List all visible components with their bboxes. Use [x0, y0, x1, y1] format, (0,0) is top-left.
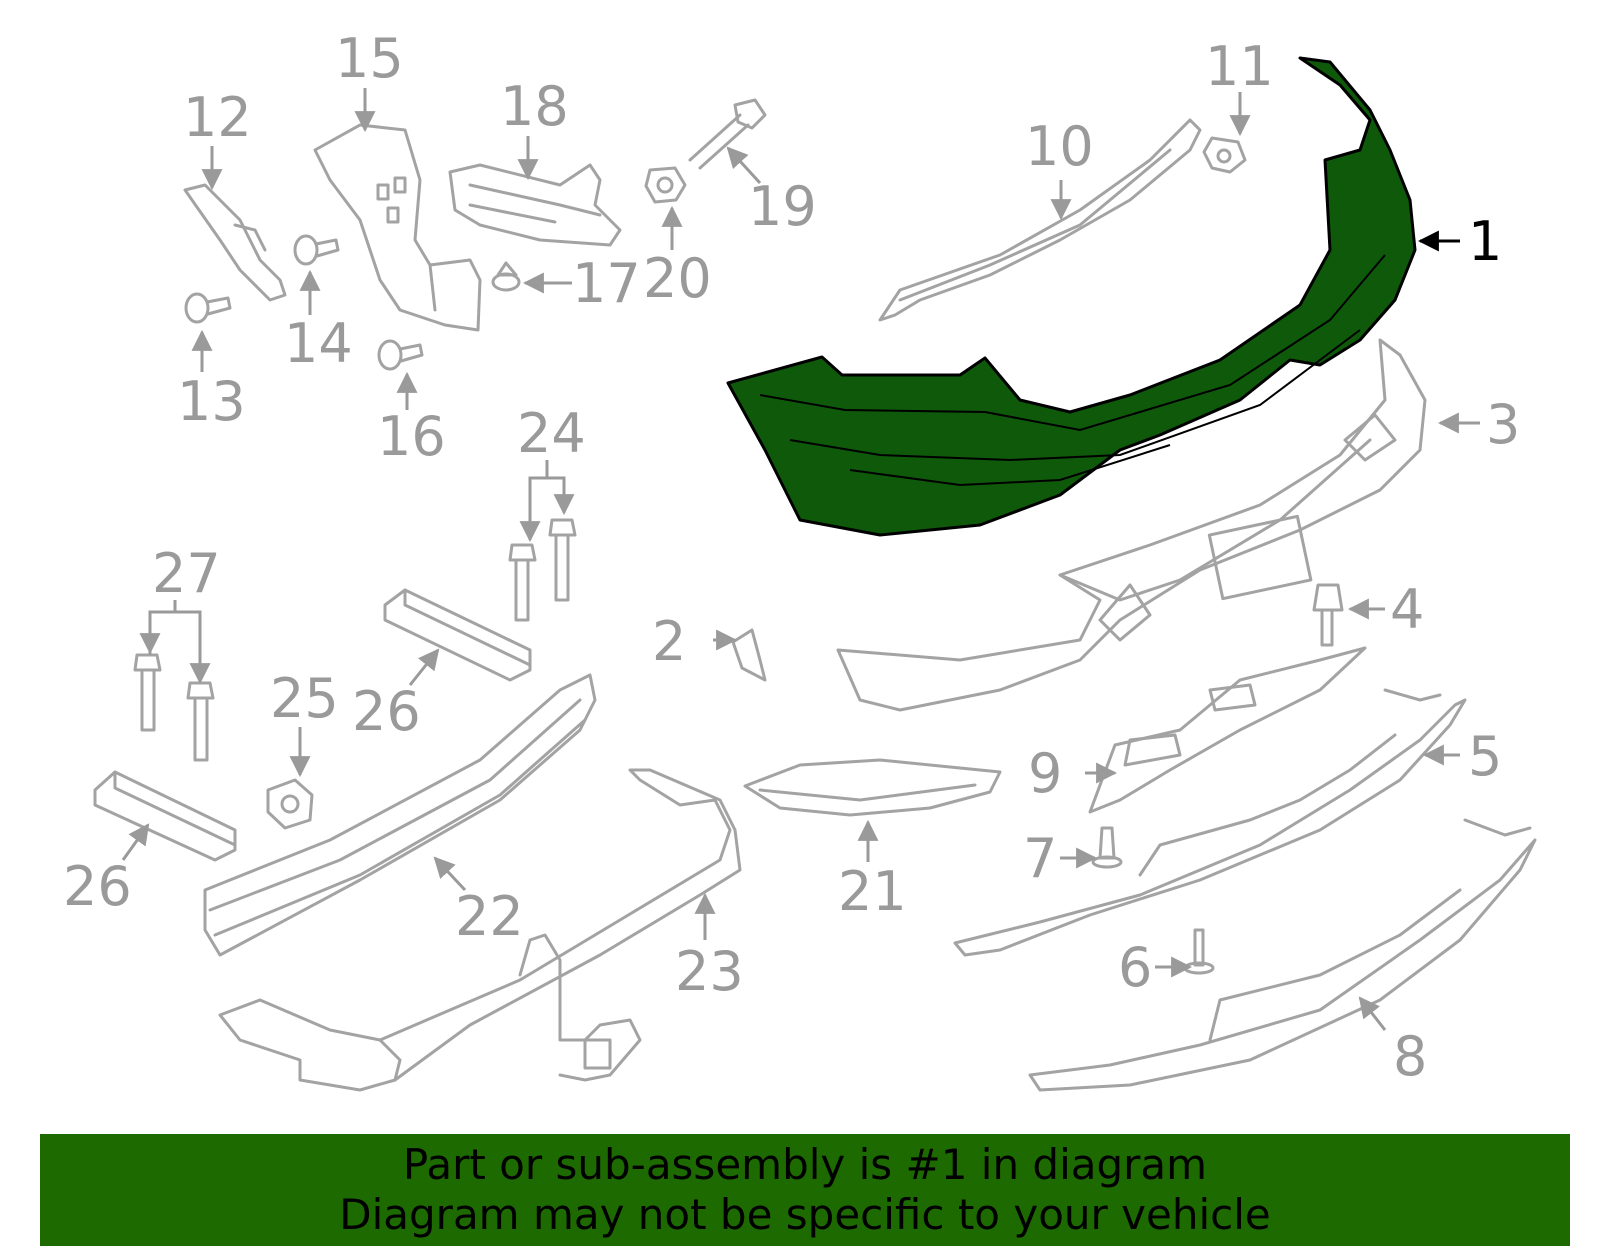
callout-8[interactable]: 8 — [1393, 1025, 1427, 1088]
callout-26-lower[interactable]: 26 — [63, 855, 132, 918]
callout-11[interactable]: 11 — [1205, 35, 1274, 98]
part-1-bumper-cover[interactable] — [726, 56, 1417, 537]
callout-labels: 1 2 3 4 5 6 7 8 9 10 11 12 13 14 15 16 1… — [63, 27, 1520, 1088]
banner-line-1: Part or sub-assembly is #1 in diagram — [402, 1140, 1208, 1189]
part-2-cap[interactable] — [731, 628, 767, 682]
part-14-clip[interactable] — [293, 234, 340, 266]
banner-line-2: Diagram may not be specific to your vehi… — [339, 1190, 1271, 1239]
callout-19[interactable]: 19 — [748, 175, 817, 238]
part-16-clip[interactable] — [377, 339, 424, 371]
part-17-clip[interactable] — [491, 261, 521, 292]
leader-lines — [121, 88, 1480, 1031]
part-8-diffuser[interactable] — [1028, 818, 1537, 1092]
part-25-nut[interactable] — [266, 778, 314, 830]
part-3-energy-absorber[interactable] — [836, 338, 1427, 712]
callout-22[interactable]: 22 — [455, 885, 524, 948]
part-21-reflector[interactable] — [743, 758, 1002, 817]
part-12-bracket[interactable] — [183, 183, 287, 302]
callout-27[interactable]: 27 — [152, 542, 221, 605]
part-22-reinforcement-beam[interactable] — [203, 673, 597, 957]
callout-26-upper[interactable]: 26 — [352, 680, 421, 743]
info-banner: Part or sub-assembly is #1 in diagram Di… — [40, 1134, 1570, 1246]
part-19-bolt[interactable] — [688, 98, 767, 170]
callout-15[interactable]: 15 — [335, 27, 404, 90]
callout-21[interactable]: 21 — [838, 860, 907, 923]
part-11-nut[interactable] — [1202, 136, 1247, 174]
part-23-trailer-hitch[interactable] — [218, 768, 742, 1092]
callout-5[interactable]: 5 — [1468, 725, 1502, 788]
callout-17[interactable]: 17 — [572, 252, 641, 315]
callout-3[interactable]: 3 — [1486, 393, 1520, 456]
callout-18[interactable]: 18 — [500, 75, 569, 138]
callout-20[interactable]: 20 — [643, 247, 712, 310]
part-4-bolt[interactable] — [1312, 583, 1344, 647]
part-18-guide[interactable] — [448, 163, 622, 247]
part-20-nut[interactable] — [644, 166, 687, 204]
callout-10[interactable]: 10 — [1025, 115, 1094, 178]
part-9-reflector-trim[interactable] — [1088, 646, 1367, 814]
callout-1[interactable]: 1 — [1468, 210, 1502, 273]
callout-2[interactable]: 2 — [652, 610, 686, 673]
part-7-clip[interactable] — [1091, 826, 1123, 869]
callout-16[interactable]: 16 — [377, 405, 446, 468]
part-10-bracket[interactable] — [878, 118, 1202, 322]
part-5-lower-trim[interactable] — [953, 688, 1467, 957]
part-26-upper-block[interactable] — [383, 588, 532, 682]
callout-6[interactable]: 6 — [1118, 936, 1152, 999]
callout-23[interactable]: 23 — [675, 940, 744, 1003]
part-24-bolts[interactable] — [508, 518, 577, 622]
callout-7[interactable]: 7 — [1023, 827, 1057, 890]
part-26-lower-block[interactable] — [93, 770, 237, 862]
part-15-side-bracket[interactable] — [313, 123, 482, 332]
callout-13[interactable]: 13 — [177, 370, 246, 433]
callout-14[interactable]: 14 — [284, 312, 353, 375]
callout-25[interactable]: 25 — [270, 667, 339, 730]
callout-4[interactable]: 4 — [1390, 578, 1424, 641]
callout-9[interactable]: 9 — [1028, 742, 1062, 805]
callout-12[interactable]: 12 — [183, 86, 252, 149]
part-13-clip[interactable] — [184, 292, 232, 324]
callout-24[interactable]: 24 — [517, 402, 586, 465]
